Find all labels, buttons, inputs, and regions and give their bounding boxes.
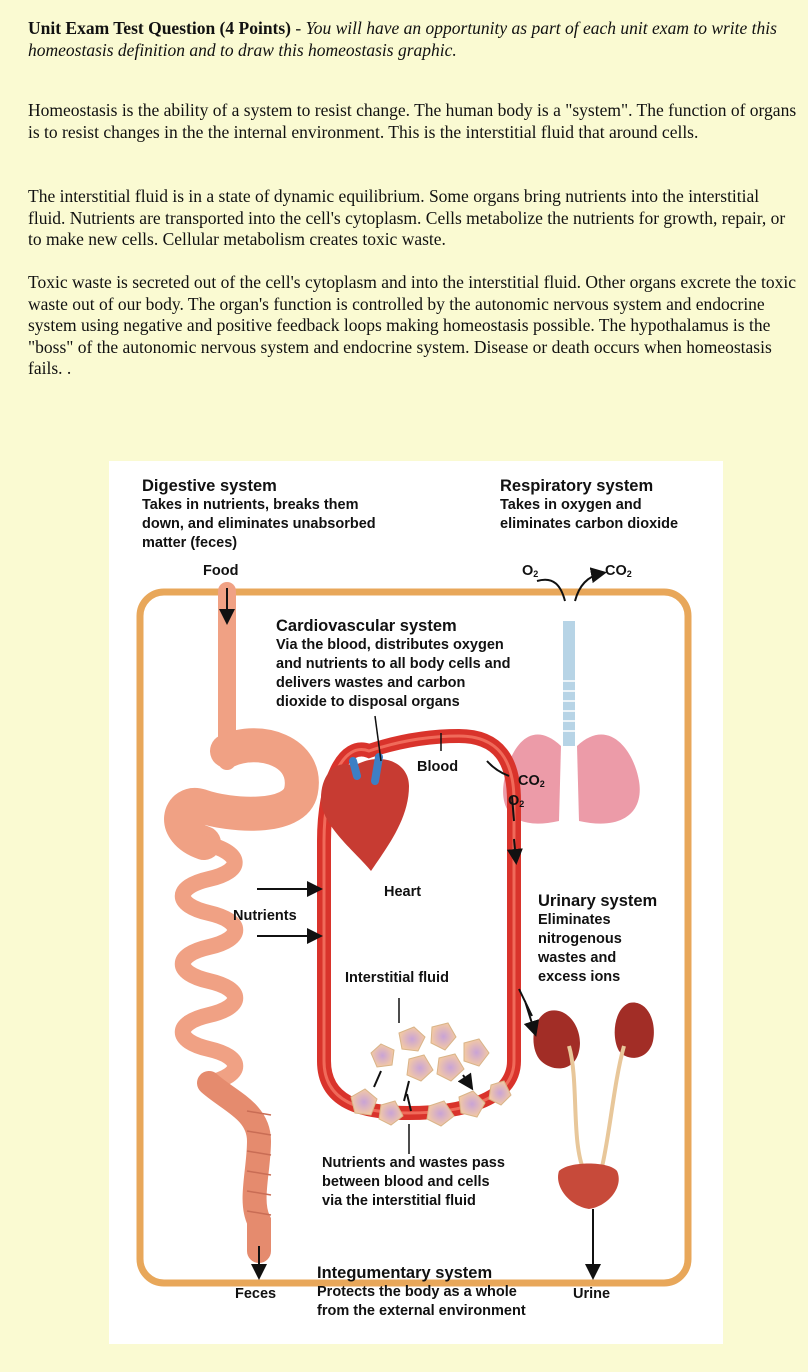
cardio-desc-line-3: delivers wastes and carbon xyxy=(276,675,466,691)
urinary-system-title: Urinary system xyxy=(538,892,658,910)
digestive-desc-line-2: down, and eliminates unabsorbed xyxy=(142,516,376,532)
heart xyxy=(321,753,409,871)
cardio-desc-line-1: Via the blood, distributes oxygen xyxy=(276,637,504,653)
cardio-pointer xyxy=(374,715,382,762)
urine-label: Urine xyxy=(573,1286,611,1302)
exchange-desc-line-2: between blood and cells xyxy=(322,1174,490,1190)
urinary-desc-line-3: wastes and xyxy=(538,950,617,966)
paragraph-equilibrium: The interstitial fluid is in a state of … xyxy=(28,186,786,249)
respiratory-desc-line-1: Takes in oxygen and xyxy=(500,497,642,513)
digestive-system-title: Digestive system xyxy=(142,477,277,495)
o2-co2-arrows xyxy=(536,573,603,602)
respiratory-system-title: Respiratory system xyxy=(500,477,654,495)
integumentary-system-title: Integumentary system xyxy=(317,1264,493,1282)
digestive-desc-line-1: Takes in nutrients, breaks them xyxy=(142,497,359,513)
urinary-organs xyxy=(533,1002,654,1209)
diagram-artwork xyxy=(136,461,692,1287)
header-italic: You will have an opportunity as part of … xyxy=(28,18,777,60)
integumentary-desc-line-1: Protects the body as a whole xyxy=(317,1284,517,1300)
co2-label-top: CO2 xyxy=(605,563,632,579)
integumentary-desc-line-2: from the external environment xyxy=(317,1303,526,1319)
homeostasis-diagram: Digestive system Takes in nutrients, bre… xyxy=(109,461,723,1344)
urinary-desc-line-1: Eliminates xyxy=(538,912,611,928)
food-label: Food xyxy=(203,563,239,579)
cardio-desc-line-4: dioxide to disposal organs xyxy=(276,694,460,710)
heart-label: Heart xyxy=(384,884,422,900)
o2-label-top: O2 xyxy=(522,563,539,579)
o2-label-lungs: O2 xyxy=(508,793,525,809)
urinary-inflow-arrows xyxy=(518,988,535,1033)
co2-label-lungs: CO2 xyxy=(518,773,545,789)
header-bold: Unit Exam Test Question (4 Points) xyxy=(28,18,292,38)
urinary-desc-line-2: nitrogenous xyxy=(538,931,622,947)
paragraph-waste: Toxic waste is secreted out of the cell'… xyxy=(28,272,796,378)
digestive-tract xyxy=(164,582,319,1263)
urinary-desc-line-4: excess ions xyxy=(538,969,621,985)
exam-question-header: Unit Exam Test Question (4 Points) - You… xyxy=(28,17,798,61)
exchange-desc-line-3: via the interstitial fluid xyxy=(322,1193,476,1209)
header-dash: - xyxy=(291,18,306,38)
cardiovascular-system-title: Cardiovascular system xyxy=(276,617,457,635)
interstitial-fluid-label: Interstitial fluid xyxy=(345,970,449,986)
paragraph-definition: Homeostasis is the ability of a system t… xyxy=(28,100,797,142)
exchange-desc-line-1: Nutrients and wastes pass xyxy=(322,1155,505,1171)
gas-exchange-arrows xyxy=(486,760,516,861)
digestive-desc-line-3: matter (feces) xyxy=(142,535,238,551)
cardio-desc-line-2: and nutrients to all body cells and xyxy=(276,656,511,672)
nutrients-label: Nutrients xyxy=(233,908,297,924)
body-outline xyxy=(136,588,692,1287)
blood-label: Blood xyxy=(417,759,459,775)
feces-label: Feces xyxy=(235,1286,277,1302)
cell-exchange-arrows xyxy=(373,1070,471,1112)
respiratory-desc-line-2: eliminates carbon dioxide xyxy=(500,516,679,532)
